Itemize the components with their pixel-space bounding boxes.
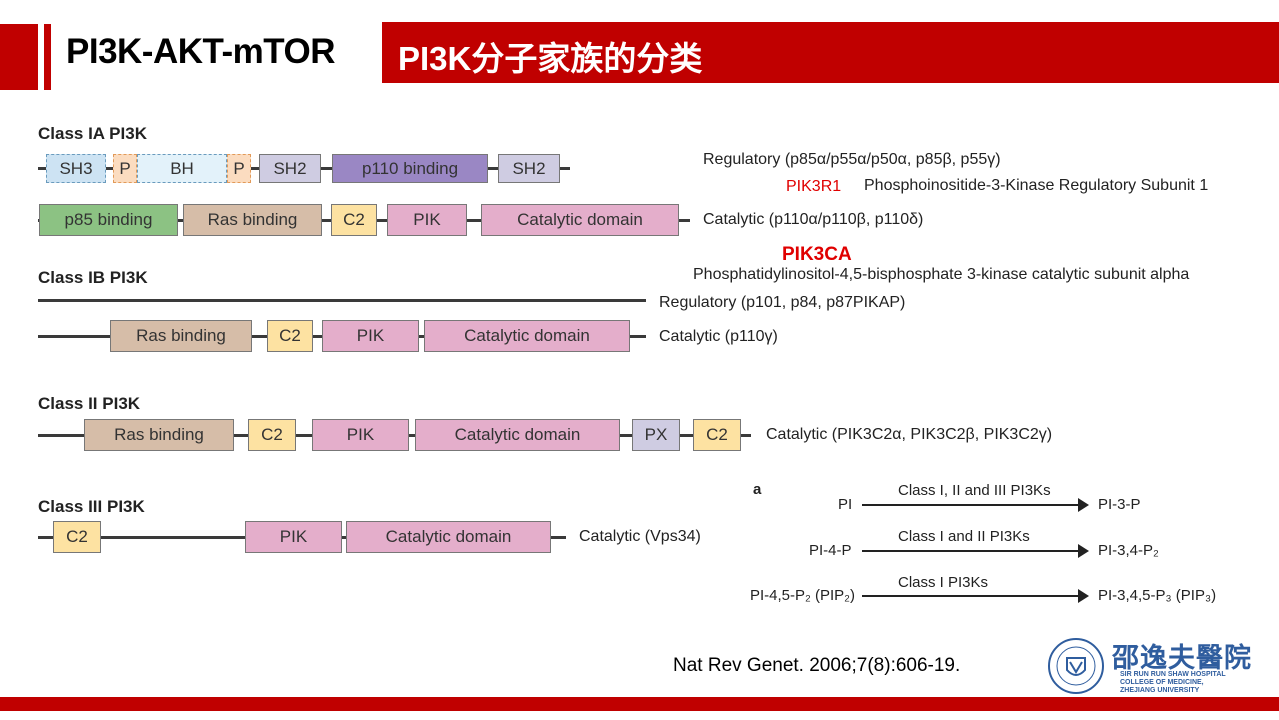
reaction-arrow — [862, 498, 1089, 512]
domain-pik: PIK — [322, 320, 419, 352]
class-ii-header: Class II PI3K — [38, 394, 141, 413]
domain-p85-binding: p85 binding — [39, 204, 178, 236]
domain-bh: BH — [137, 154, 227, 183]
reaction-arrow — [862, 589, 1089, 603]
page-subtitle: PI3K分子家族的分类 — [398, 40, 703, 77]
citation: Nat Rev Genet. 2006;7(8):606-19. — [673, 655, 961, 676]
domain-c2: C2 — [53, 521, 101, 553]
reaction-substrate: PI-4-P — [809, 542, 852, 559]
class-ia-header: Class IA PI3K — [38, 124, 147, 143]
page-title: PI3K-AKT-mTOR — [66, 32, 336, 71]
domain-pik: PIK — [245, 521, 342, 553]
gene-pik3ca-name: Phosphatidylinositol-4,5-bisphosphate 3-… — [693, 266, 1190, 283]
class-iii-header: Class III PI3K — [38, 497, 145, 516]
domain-c2: C2 — [693, 419, 741, 451]
class-ia-catalytic-label: Catalytic (p110α/p110β, p110δ) — [703, 211, 924, 228]
panel-letter: a — [753, 481, 762, 498]
gene-pik3r1-name: Phosphoinositide-3-Kinase Regulatory Sub… — [864, 177, 1209, 194]
reaction-enzyme: Class I and II PI3Ks — [898, 528, 1030, 545]
domain-sh2: SH2 — [259, 154, 321, 183]
left-red-bar — [0, 24, 38, 90]
reaction-product: PI-3,4,5-P₃ (PIP₃) — [1098, 587, 1217, 604]
domain-catalytic: Catalytic domain — [415, 419, 620, 451]
class-ia-regulatory-label: Regulatory (p85α/p55α/p50α, p85β, p55γ) — [703, 151, 1001, 168]
domain-catalytic: Catalytic domain — [481, 204, 679, 236]
footer-red-bar — [0, 697, 1279, 711]
domain-c2: C2 — [248, 419, 296, 451]
domain-pik: PIK — [387, 204, 467, 236]
reaction-arrow — [862, 544, 1089, 558]
hospital-name-en-line: COLLEGE OF MEDICINE, — [1120, 679, 1204, 686]
gene-pik3r1: PIK3R1 — [786, 178, 842, 195]
hospital-name-en: SIR RUN RUN SHAW HOSPITAL COLLEGE OF MED… — [1120, 671, 1226, 695]
domain-ras-binding: Ras binding — [183, 204, 322, 236]
reaction-enzyme: Class I, II and III PI3Ks — [898, 482, 1051, 499]
domain-p110-binding: p110 binding — [332, 154, 488, 183]
reaction-substrate: PI — [838, 496, 853, 513]
reaction-product: PI-3,4-P₂ — [1098, 542, 1159, 559]
domain-px: PX — [632, 419, 680, 451]
domain-ras-binding: Ras binding — [84, 419, 234, 451]
domain-sh2: SH2 — [498, 154, 560, 183]
domain-c2: C2 — [331, 204, 377, 236]
reaction-substrate: PI-4,5-P₂ (PIP₂) — [750, 587, 855, 604]
domain-c2: C2 — [267, 320, 313, 352]
hospital-name-en-line: ZHEJIANG UNIVERSITY — [1120, 687, 1200, 694]
domain-catalytic: Catalytic domain — [424, 320, 630, 352]
domain-catalytic: Catalytic domain — [346, 521, 551, 553]
class-iii-catalytic-label: Catalytic (Vps34) — [579, 528, 701, 545]
class-ib-regulatory-backbone — [38, 299, 646, 302]
domain-ras-binding: Ras binding — [110, 320, 252, 352]
class-ib-header: Class IB PI3K — [38, 268, 148, 287]
hospital-seal-icon — [1048, 638, 1104, 694]
left-red-stripe — [44, 24, 51, 90]
domain-p: P — [227, 154, 251, 183]
class-ii-catalytic-label: Catalytic (PIK3C2α, PIK3C2β, PIK3C2γ) — [766, 426, 1053, 443]
subtitle-banner — [382, 22, 1279, 83]
reaction-enzyme: Class I PI3Ks — [898, 574, 989, 591]
reaction-product: PI-3-P — [1098, 496, 1141, 513]
domain-pik: PIK — [312, 419, 409, 451]
hospital-name-cn: 邵逸夫醫院 — [1112, 643, 1252, 674]
gene-pik3ca: PIK3CA — [782, 244, 852, 265]
domain-sh3: SH3 — [46, 154, 106, 183]
class-ib-regulatory-label: Regulatory (p101, p84, p87PIKAP) — [659, 294, 906, 311]
class-ib-catalytic-label: Catalytic (p110γ) — [659, 328, 778, 345]
hospital-name-en-line: SIR RUN RUN SHAW HOSPITAL — [1120, 671, 1226, 678]
domain-p: P — [113, 154, 137, 183]
